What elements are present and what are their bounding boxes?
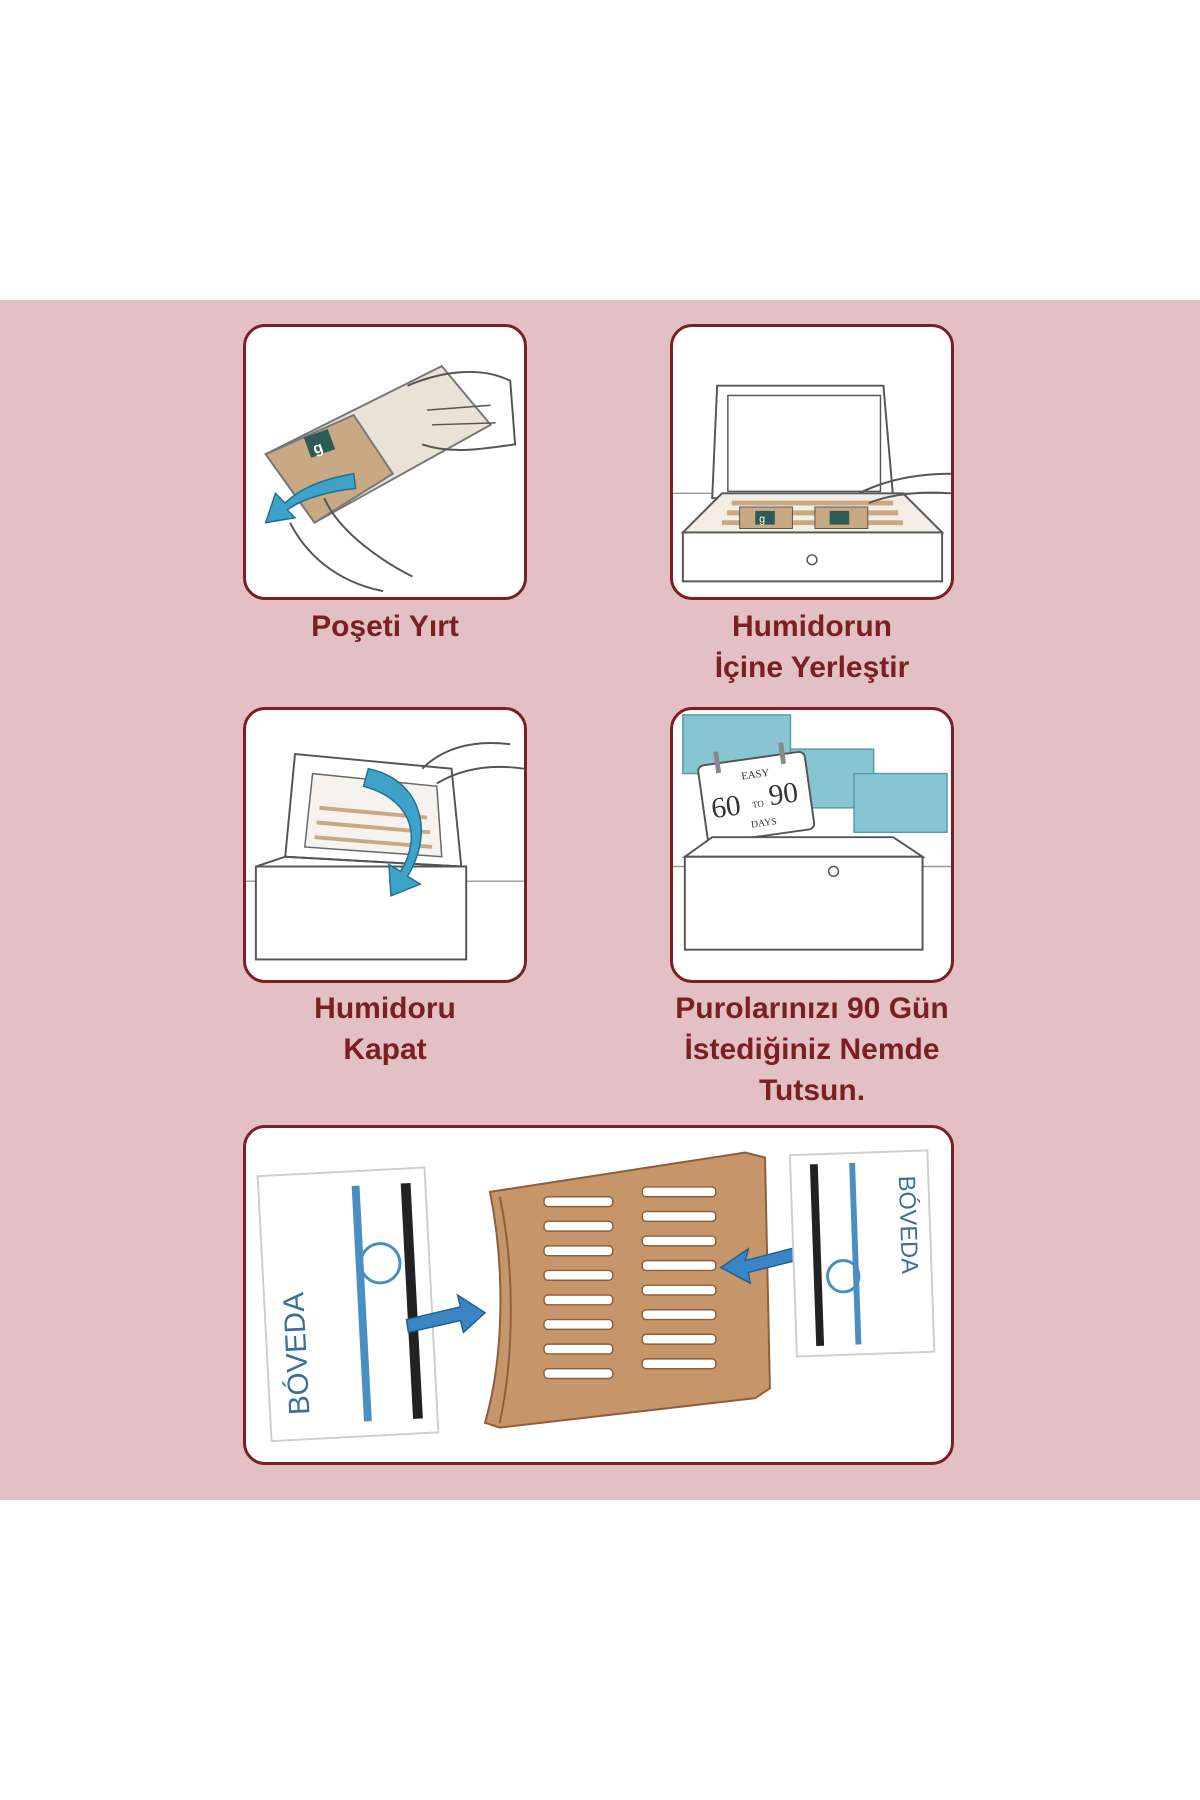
step-4-caption: Purolarınızı 90 Gün İstediğiniz Nemde Tu… xyxy=(647,988,977,1111)
calendar-to-number: 90 xyxy=(767,776,800,812)
step-2-caption-line-1: Humidorun xyxy=(732,610,892,643)
step-4-caption-line-2: İstediğiniz Nemde xyxy=(684,1033,940,1066)
step-3-image-panel xyxy=(243,707,527,983)
step-2-image-panel: g xyxy=(670,324,954,600)
place-in-humidor-icon: g xyxy=(673,384,951,583)
step-3-caption-line-1: Humidoru xyxy=(314,992,456,1025)
step-1-caption-line-1: Poşeti Yırt xyxy=(311,610,459,643)
product-image-panel: BÓVEDA xyxy=(243,1125,954,1465)
tear-pouch-icon: g xyxy=(264,364,517,593)
calendar-60-90-icon: EASY 60 TO 90 DAYS xyxy=(673,714,951,951)
step-3-caption: Humidoru Kapat xyxy=(220,988,550,1070)
step-2-caption-line-2: İçine Yerleştir xyxy=(714,651,910,684)
step-2-caption: Humidorun İçine Yerleştir xyxy=(647,606,977,688)
right-pouch-logo: BÓVEDA xyxy=(894,1175,923,1274)
step-1-image-panel: g xyxy=(243,324,527,600)
pouch-label: g xyxy=(759,514,765,526)
step-3-caption-line-2: Kapat xyxy=(343,1033,427,1066)
step-4-image-panel: EASY 60 TO 90 DAYS xyxy=(670,707,954,983)
step-4-caption-line-3: Tutsun. xyxy=(758,1074,866,1107)
step-4-caption-line-1: Purolarınızı 90 Gün xyxy=(675,992,949,1025)
calendar-from-number: 60 xyxy=(709,789,742,825)
calendar-top-text: EASY xyxy=(741,767,771,783)
close-humidor-icon xyxy=(246,742,524,961)
left-pouch-logo: BÓVEDA xyxy=(277,1291,316,1416)
calendar-bottom-text: DAYS xyxy=(750,816,777,830)
step-1-caption: Poşeti Yırt xyxy=(220,606,550,647)
calendar-mid-text: TO xyxy=(752,798,765,810)
holder-insert-icon: BÓVEDA xyxy=(256,1149,936,1443)
